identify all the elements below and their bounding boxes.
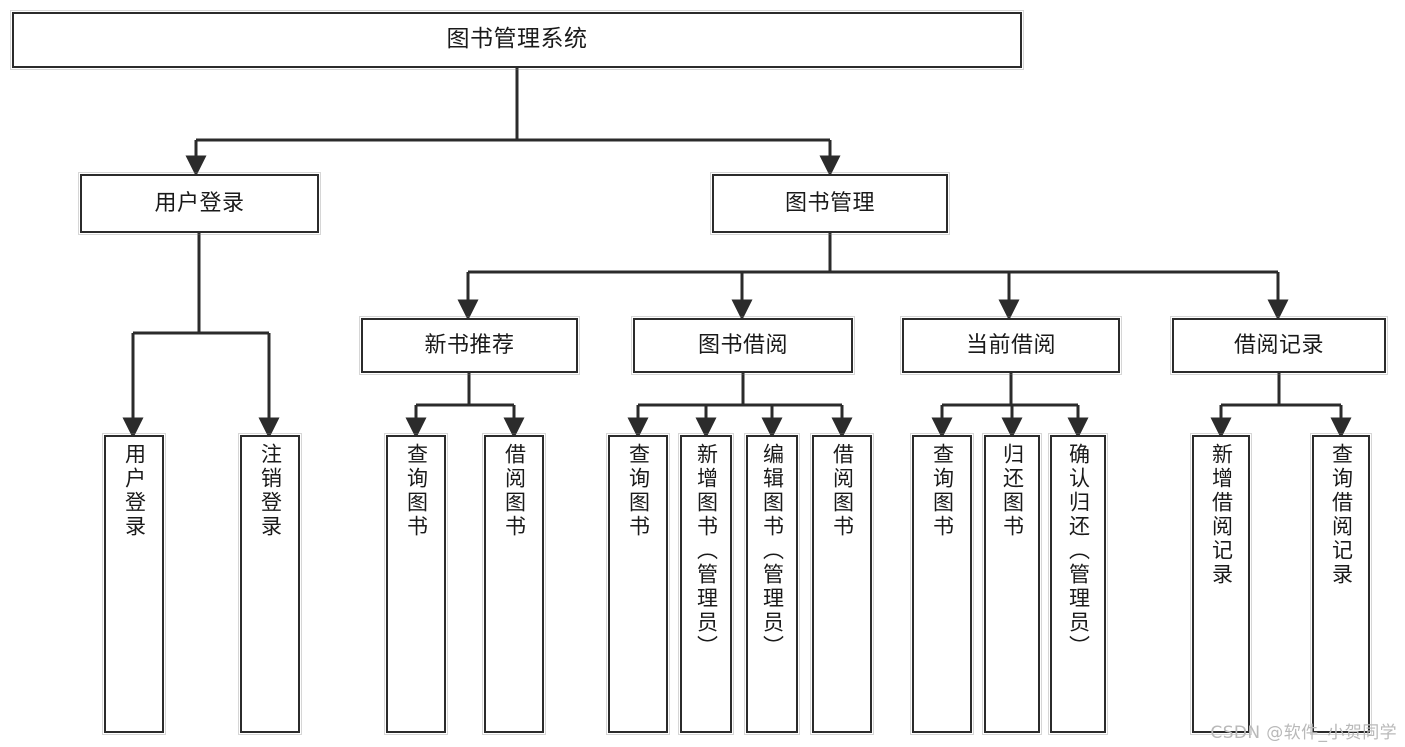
node-label-book-borrow: 图书借阅 [697, 332, 788, 358]
node-book-borrow[interactable]: 图书借阅 [631, 316, 855, 375]
node-leaf-query-book-3[interactable]: 查询图书 [910, 433, 974, 735]
csdn-watermark: CSDN @软件_小贺同学 [1210, 723, 1397, 743]
node-user-login[interactable]: 用户登录 [78, 172, 321, 235]
node-label-leaf-query-borrow-record: 查询借阅记录 [1329, 443, 1354, 587]
node-root[interactable]: 图书管理系统 [10, 10, 1024, 70]
node-label-leaf-user-login: 用户登录 [122, 443, 147, 539]
node-label-borrow-record: 借阅记录 [1233, 332, 1324, 358]
node-leaf-query-book-1[interactable]: 查询图书 [384, 433, 448, 735]
node-label-leaf-confirm-return-admin: 确认归还（管理员） [1066, 443, 1091, 659]
node-leaf-return-book[interactable]: 归还图书 [982, 433, 1042, 735]
node-leaf-query-book-2[interactable]: 查询图书 [606, 433, 670, 735]
node-label-leaf-borrow-book-1: 借阅图书 [502, 443, 527, 539]
node-leaf-add-book-admin[interactable]: 新增图书（管理员） [678, 433, 734, 735]
node-leaf-add-borrow-record[interactable]: 新增借阅记录 [1190, 433, 1252, 735]
node-leaf-borrow-book-1[interactable]: 借阅图书 [482, 433, 546, 735]
node-label-leaf-add-book-admin: 新增图书（管理员） [694, 443, 719, 659]
node-label-leaf-add-borrow-record: 新增借阅记录 [1209, 443, 1234, 587]
node-leaf-logout-login[interactable]: 注销登录 [238, 433, 302, 735]
node-label-user-login: 用户登录 [154, 190, 245, 216]
node-current-borrow[interactable]: 当前借阅 [900, 316, 1122, 375]
node-leaf-edit-book-admin[interactable]: 编辑图书（管理员） [744, 433, 800, 735]
node-leaf-user-login[interactable]: 用户登录 [102, 433, 166, 735]
node-label-leaf-edit-book-admin: 编辑图书（管理员） [760, 443, 785, 659]
node-new-book-recommend[interactable]: 新书推荐 [359, 316, 580, 375]
node-label-leaf-logout-login: 注销登录 [258, 443, 283, 539]
node-leaf-confirm-return-admin[interactable]: 确认归还（管理员） [1048, 433, 1108, 735]
node-label-leaf-query-book-1: 查询图书 [404, 443, 429, 539]
node-label-root: 图书管理系统 [446, 26, 588, 53]
node-leaf-query-borrow-record[interactable]: 查询借阅记录 [1310, 433, 1372, 735]
node-label-leaf-query-book-3: 查询图书 [930, 443, 955, 539]
node-label-book-manage: 图书管理 [784, 190, 875, 216]
node-label-current-borrow: 当前借阅 [965, 332, 1056, 358]
node-label-leaf-query-book-2: 查询图书 [626, 443, 651, 539]
node-label-new-book-recommend: 新书推荐 [424, 332, 515, 358]
node-book-manage[interactable]: 图书管理 [710, 172, 950, 235]
node-label-leaf-return-book: 归还图书 [1000, 443, 1025, 539]
node-borrow-record[interactable]: 借阅记录 [1170, 316, 1388, 375]
node-leaf-borrow-book-2[interactable]: 借阅图书 [810, 433, 874, 735]
node-label-leaf-borrow-book-2: 借阅图书 [830, 443, 855, 539]
